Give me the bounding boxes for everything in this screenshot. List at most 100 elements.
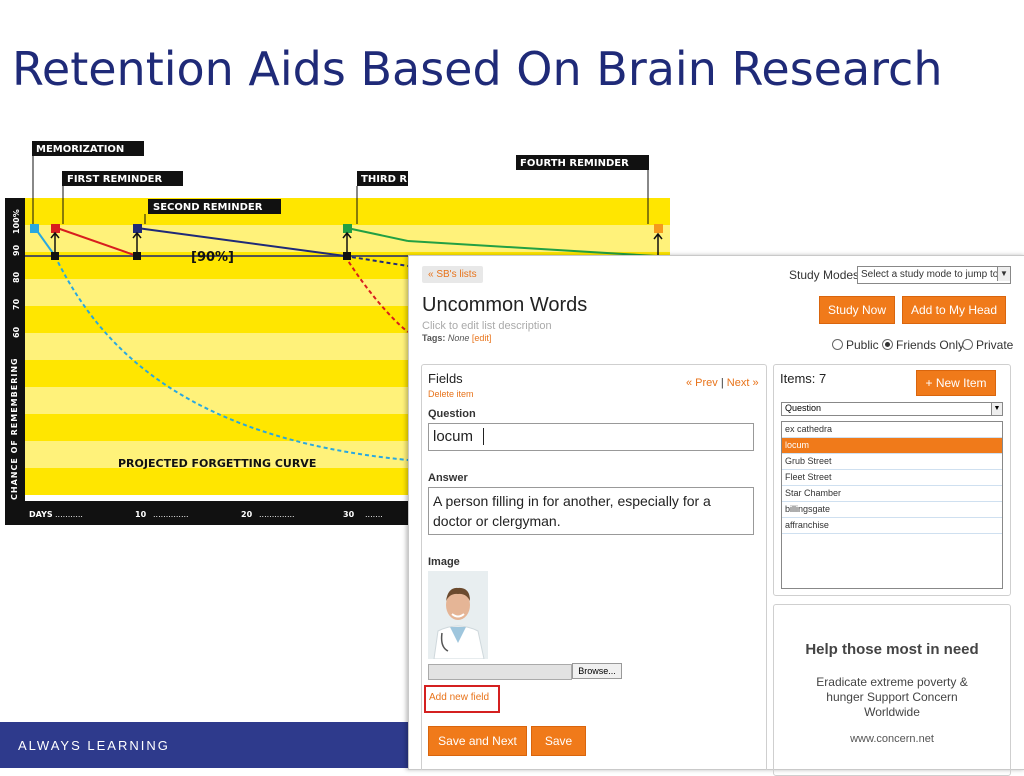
- label-memorization: MEMORIZATION: [36, 144, 124, 155]
- first-decay-dashed: [344, 255, 408, 333]
- chevron-down-icon: ▼: [991, 403, 1002, 415]
- question-label: Question: [428, 408, 476, 420]
- y-axis-label: CHANCE OF REMEMBERING: [10, 357, 19, 500]
- items-column-select[interactable]: Question ▼: [781, 402, 1003, 416]
- list-item[interactable]: Grub Street: [782, 454, 1002, 470]
- forgetting-curve-chart: CHANCE OF REMEMBERING 60 70 80 90 100% D…: [5, 138, 408, 525]
- add-new-field-box[interactable]: Add new field: [424, 685, 500, 713]
- answer-input[interactable]: A person filling in for another, especia…: [428, 487, 754, 535]
- label-forgetting-curve: PROJECTED FORGETTING CURVE: [118, 457, 316, 470]
- marker-third: [343, 224, 352, 233]
- visibility-public-label: Public: [846, 338, 879, 352]
- fields-panel: Fields Delete item « Prev | Next » Quest…: [421, 364, 767, 770]
- y-tick-70: 70: [12, 298, 21, 310]
- second-decay-dashed: [344, 255, 408, 267]
- app-window: « SB's lists Study Modes: Select a study…: [408, 255, 1024, 776]
- slide-footer: ALWAYS LEARNING: [0, 722, 410, 768]
- radio-private[interactable]: [962, 339, 973, 350]
- label-second-reminder: SECOND REMINDER: [153, 202, 263, 213]
- chart-svg: CHANCE OF REMEMBERING 60 70 80 90 100% D…: [5, 141, 408, 525]
- third-reminder-line: [346, 227, 408, 242]
- label-bg-third: [357, 171, 408, 186]
- chart-right-svg: FOURTH REMINDER: [408, 155, 670, 255]
- marker-fourth: [654, 224, 663, 233]
- forgetting-curve-line: [54, 255, 408, 461]
- tags-edit-link[interactable]: [edit]: [471, 333, 492, 343]
- list-item[interactable]: affranchise: [782, 518, 1002, 534]
- chevron-down-icon: ▼: [997, 267, 1010, 281]
- arrow-first: [50, 231, 60, 252]
- file-path-input[interactable]: [428, 664, 572, 680]
- breadcrumb-lists-link[interactable]: « SB's lists: [422, 266, 483, 283]
- study-modes-value: Select a study mode to jump to...: [861, 269, 1007, 280]
- save-button[interactable]: Save: [531, 726, 586, 756]
- study-modes-select[interactable]: Select a study mode to jump to... ▼: [857, 266, 1011, 284]
- visibility-public[interactable]: Public: [832, 338, 879, 352]
- marker-memorization: [30, 224, 39, 233]
- list-item[interactable]: billingsgate: [782, 502, 1002, 518]
- label-first-reminder: FIRST REMINDER: [67, 174, 162, 185]
- question-value: locum: [433, 428, 474, 445]
- chart-band: [5, 279, 408, 306]
- items-heading: Items: 7: [780, 371, 827, 386]
- radio-friends[interactable]: [882, 339, 893, 350]
- x-axis-label: DAYS: [29, 510, 53, 519]
- list-item[interactable]: Fleet Street: [782, 470, 1002, 486]
- question-input[interactable]: locum: [428, 423, 754, 451]
- third-reminder-line-right: [408, 240, 657, 255]
- add-new-field-link[interactable]: Add new field: [429, 692, 490, 703]
- items-column-value: Question: [785, 403, 822, 413]
- marker-second: [133, 224, 142, 233]
- list-item[interactable]: ex cathedra: [782, 422, 1002, 438]
- label-bg-memorization: [32, 141, 144, 156]
- x-tick-30: 30: [343, 510, 355, 519]
- label-90-percent: [90%]: [191, 250, 234, 265]
- marker-second-base: [133, 252, 141, 260]
- new-item-button[interactable]: + New Item: [916, 370, 996, 396]
- chart-band: [5, 414, 408, 441]
- first-reminder-line: [56, 227, 138, 257]
- tags-value: None: [447, 333, 470, 343]
- chart-band: [5, 333, 408, 360]
- y-tick-100: 100%: [12, 209, 21, 234]
- x-dots-4: .......: [365, 510, 383, 519]
- add-to-my-head-button[interactable]: Add to My Head: [902, 296, 1006, 324]
- ad-heading[interactable]: Help those most in need: [805, 641, 979, 658]
- visibility-private[interactable]: Private: [962, 338, 1013, 352]
- x-axis-bar: [5, 501, 408, 525]
- chart-band: [5, 225, 408, 252]
- ad-panel: Help those most in need Eradicate extrem…: [773, 604, 1011, 776]
- x-tick-20: 20: [241, 510, 253, 519]
- delete-item-link[interactable]: Delete item: [428, 389, 474, 399]
- visibility-friends-label: Friends Only: [896, 338, 965, 352]
- y-tick-80: 80: [12, 271, 21, 283]
- study-now-button[interactable]: Study Now: [819, 296, 895, 324]
- list-item[interactable]: Star Chamber: [782, 486, 1002, 502]
- doctor-image: [428, 571, 488, 659]
- next-link[interactable]: Next »: [726, 377, 759, 389]
- chart-band: [5, 468, 408, 495]
- study-modes-label: Study Modes:: [789, 268, 863, 282]
- list-item[interactable]: locum: [782, 438, 1002, 454]
- prev-next-separator: |: [720, 377, 724, 389]
- list-description[interactable]: Click to edit list description: [422, 320, 552, 332]
- chart-band: [408, 198, 670, 225]
- visibility-friends[interactable]: Friends Only: [882, 338, 964, 352]
- browse-button[interactable]: Browse...: [572, 663, 622, 679]
- x-tick-10: 10: [135, 510, 147, 519]
- y-tick-90: 90: [12, 244, 21, 256]
- marker-first-base: [51, 252, 59, 260]
- items-panel: Items: 7 + New Item Question ▼ ex cathed…: [773, 364, 1011, 596]
- ad-url[interactable]: www.concern.net: [850, 733, 934, 745]
- label-bg-second: [148, 199, 281, 214]
- ad-body: Eradicate extreme poverty & hunger Suppo…: [816, 675, 968, 719]
- marker-third-base: [343, 252, 351, 260]
- list-title: Uncommon Words: [422, 294, 588, 316]
- save-and-next-button[interactable]: Save and Next: [428, 726, 527, 756]
- radio-public[interactable]: [832, 339, 843, 350]
- label-fourth-reminder: FOURTH REMINDER: [520, 158, 629, 169]
- prev-link[interactable]: « Prev: [686, 377, 718, 389]
- tags-row: Tags: None [edit]: [422, 333, 491, 343]
- image-label: Image: [428, 556, 460, 568]
